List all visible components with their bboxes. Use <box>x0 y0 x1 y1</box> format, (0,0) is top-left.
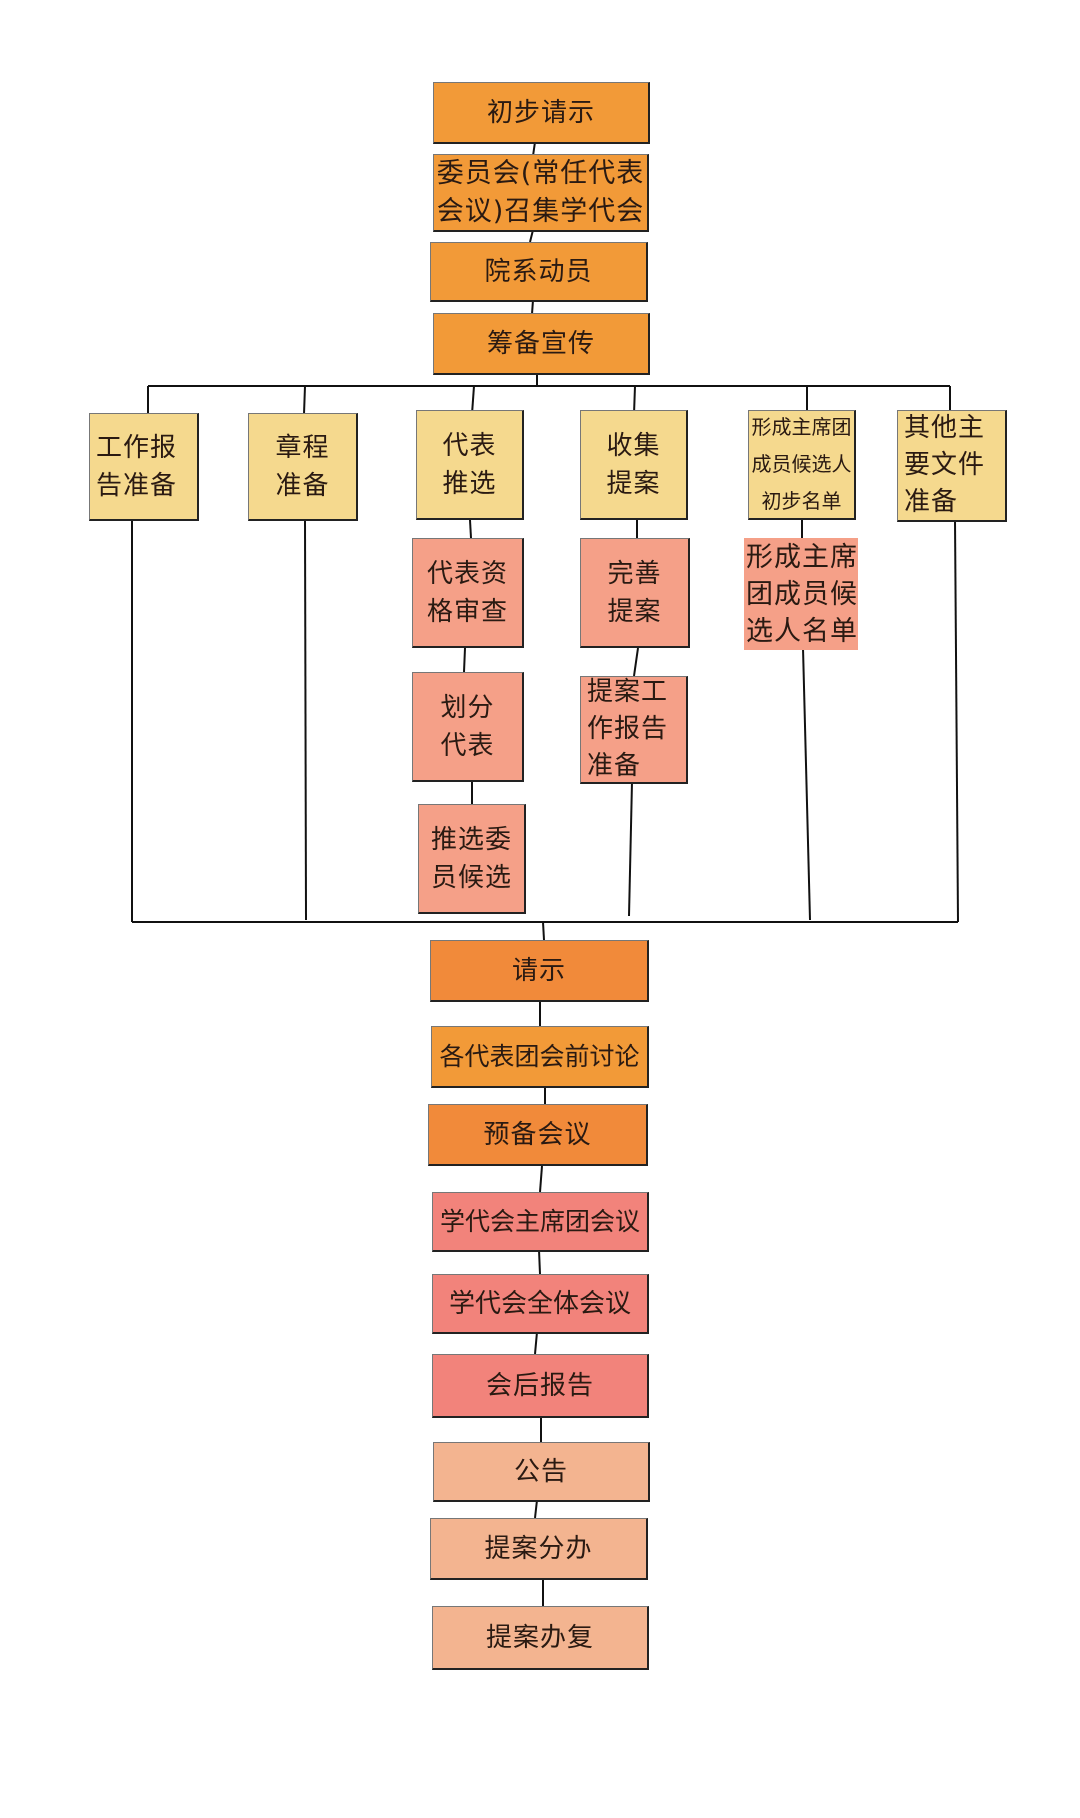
step-committee-convene: 委员会(常任代表 会议)召集学代会 <box>433 154 649 232</box>
step-divide-representatives: 划分 代表 <box>412 672 524 782</box>
step-elect-committee-candidates: 推选委 员候选 <box>418 804 526 914</box>
step-rep-qualification-review: 代表资 格审查 <box>412 538 524 648</box>
branch-representative-election: 代表 推选 <box>416 410 524 520</box>
step-preparation-publicity: 筹备宣传 <box>433 313 650 375</box>
step-proposal-assignment: 提案分办 <box>430 1518 648 1580</box>
step-initial-request: 初步请示 <box>433 82 650 144</box>
step-department-mobilize: 院系动员 <box>430 242 648 302</box>
step-presidium-candidate-list: 形成主席 团成员候 选人名单 <box>744 538 858 650</box>
branch-charter-prep: 章程 准备 <box>248 413 358 521</box>
step-proposal-work-report-prep: 提案工 作报告 准备 <box>580 676 688 784</box>
step-proposal-reply: 提案办复 <box>432 1606 649 1670</box>
step-refine-proposals: 完善 提案 <box>580 538 690 648</box>
branch-collect-proposals: 收集 提案 <box>580 410 688 520</box>
step-plenary-session: 学代会全体会议 <box>432 1274 649 1334</box>
step-presidium-meeting: 学代会主席团会议 <box>432 1192 649 1252</box>
step-request: 请示 <box>430 940 649 1002</box>
step-post-meeting-report: 会后报告 <box>432 1354 649 1418</box>
branch-other-documents: 其他主 要文件 准备 <box>897 410 1007 522</box>
branch-work-report-prep: 工作报 告准备 <box>89 413 199 521</box>
branch-presidium-initial-list: 形成主席团 成员候选人 初步名单 <box>748 410 856 520</box>
step-announcement: 公告 <box>433 1442 650 1502</box>
step-delegation-discussion: 各代表团会前讨论 <box>431 1026 649 1088</box>
step-preparatory-meeting: 预备会议 <box>428 1104 648 1166</box>
